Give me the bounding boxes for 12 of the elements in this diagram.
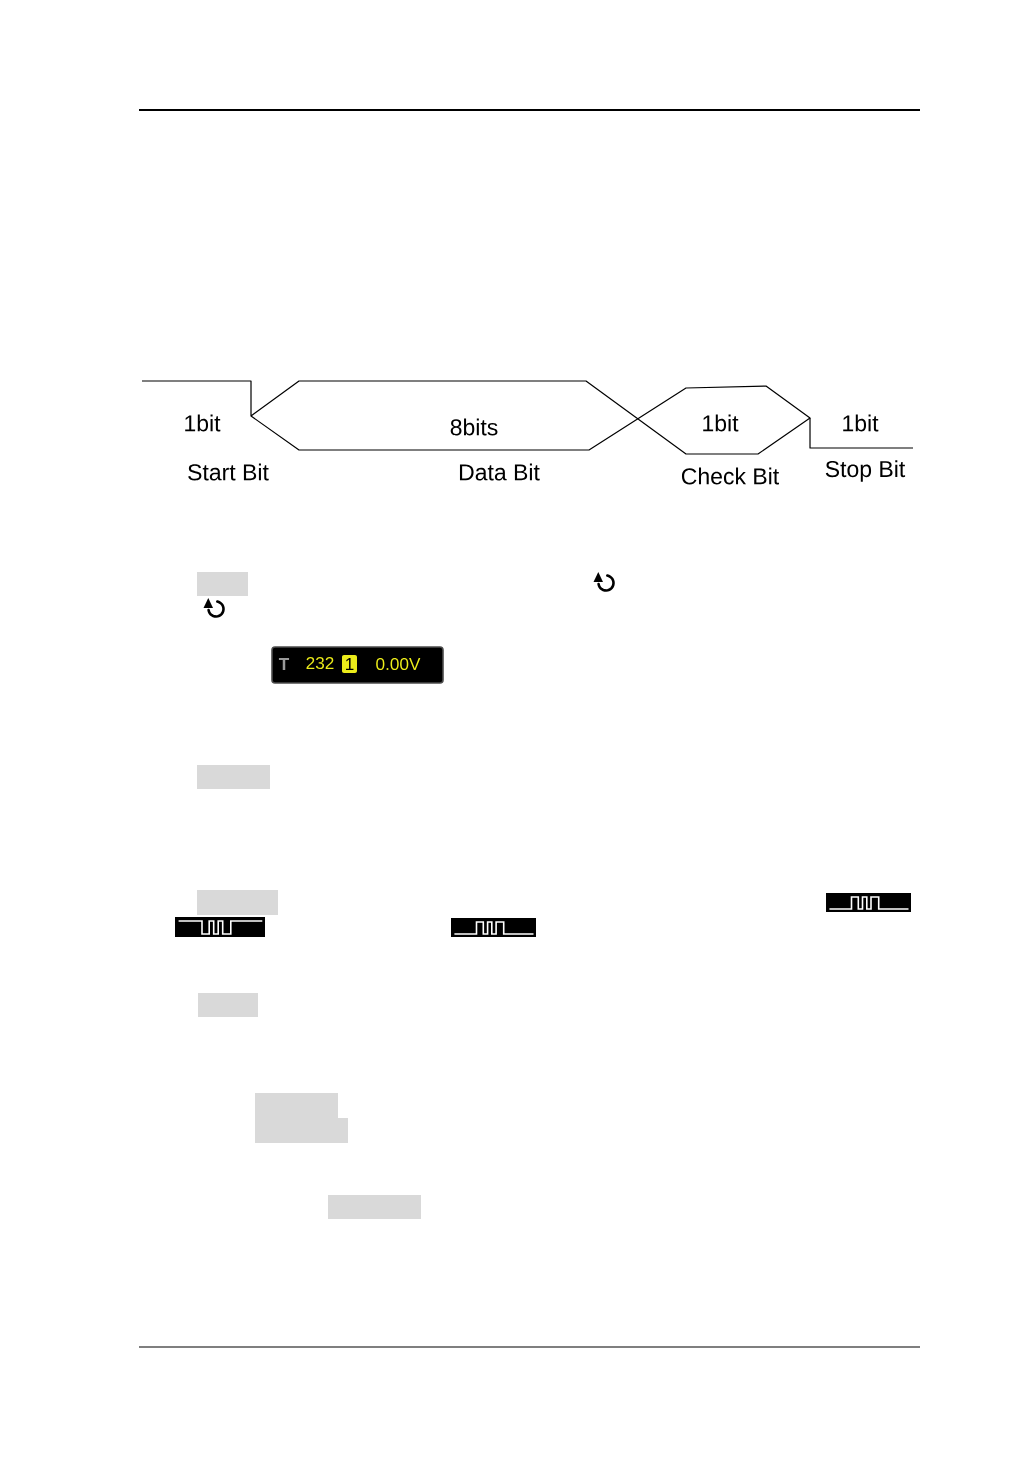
status-text: 232 [306, 656, 334, 670]
bit-field-label: Data Bit [459, 463, 540, 481]
status-text: 0.00V [376, 657, 421, 671]
bit-count-label: 1bit [185, 414, 221, 432]
bit-field-label: Start Bit [188, 463, 269, 481]
bit-count-label: 1bit [843, 414, 879, 432]
channel-badge: 1 [342, 655, 357, 673]
bit-count-label: 1bit [703, 414, 739, 432]
bit-field-label: Stop Bit [825, 460, 906, 482]
bit-count-label: 8bits [450, 418, 498, 436]
trigger-letter: T [278, 658, 290, 670]
bit-field-label: Check Bit [681, 467, 779, 485]
